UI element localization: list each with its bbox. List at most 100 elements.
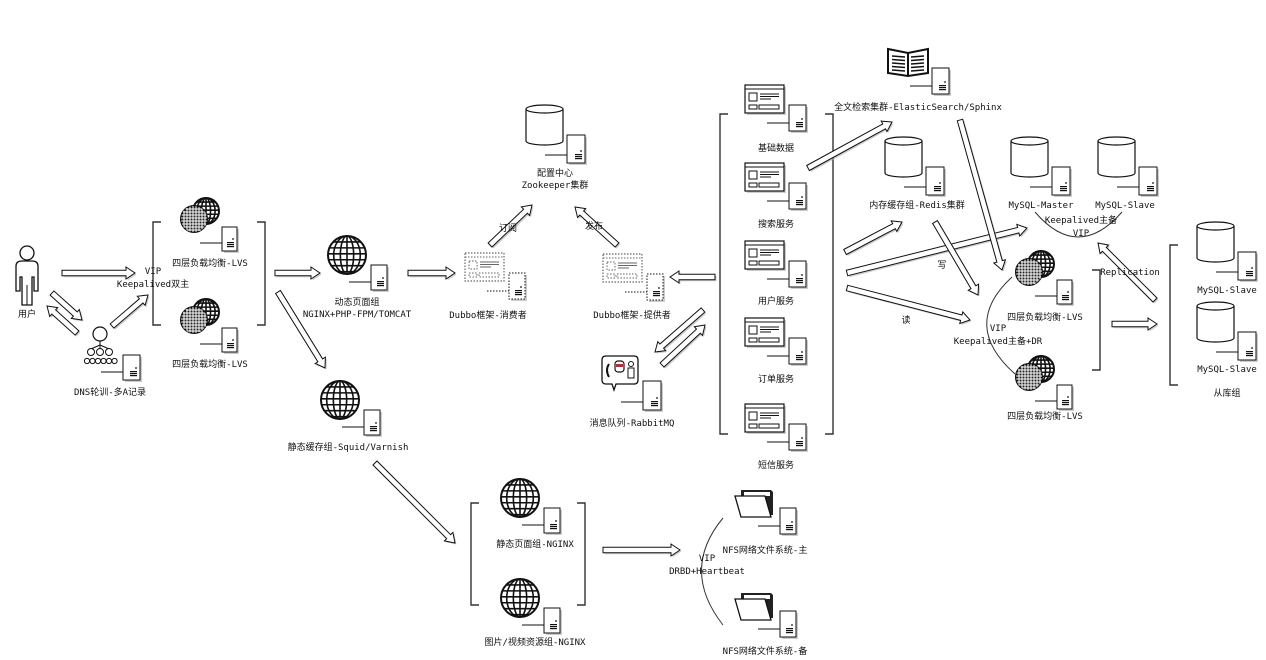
node-mysql-master[interactable]: MySQL-Master (1008, 136, 1074, 211)
flow-arrow (956, 118, 1007, 272)
flow-arrow (274, 289, 327, 370)
node-nginx-media[interactable]: 图片/视频资源组-NGINX (485, 578, 587, 648)
node-label: 搜索服务 (758, 218, 794, 230)
database-icon (1196, 301, 1258, 362)
chat-bubble-icon (601, 355, 663, 412)
globe-icon (500, 478, 562, 535)
database-icon (525, 104, 587, 165)
node-label: NGINX+PHP-FPM/TOMCAT (303, 310, 412, 320)
globe-icon (320, 380, 382, 437)
node-mq[interactable]: 消息队列-RabbitMQ (590, 355, 675, 429)
node-nfs-main[interactable]: NFS网络文件系统-主 (723, 490, 808, 556)
slave-group-label: 从库组 (1213, 387, 1240, 399)
flow-arrow (843, 220, 904, 256)
node-label: Dubbo框架-消费者 (449, 309, 527, 321)
window-icon (744, 317, 808, 366)
node-squid[interactable]: 静态缓存组-Squid/Varnish (288, 380, 409, 453)
node-label: 四层负载均衡-LVS (1007, 410, 1083, 422)
flow-arrow (602, 543, 682, 558)
node-svc-sms[interactable]: 短信服务 (744, 403, 808, 471)
book-icon (887, 47, 951, 96)
database-icon (1010, 136, 1072, 197)
node-lvs4[interactable]: 四层负载均衡-LVS (1007, 355, 1083, 422)
node-svc-order[interactable]: 订单服务 (744, 317, 808, 385)
globe-icon (327, 235, 389, 292)
publish-label: 发布 (585, 220, 603, 232)
ha-arc (701, 517, 724, 626)
node-label: MySQL-Slave (1095, 201, 1155, 211)
nfs-vip-label: VIP (699, 554, 716, 564)
node-slave1[interactable]: MySQL-Slave (1196, 221, 1258, 296)
ha-arc (986, 276, 1016, 375)
node-label: Dubbo框架-提供者 (593, 309, 671, 321)
group-bracket (257, 221, 266, 326)
flow-arrow (845, 223, 1029, 278)
mysql-vip-label: VIP (1073, 229, 1090, 239)
node-label: MySQL-Slave (1197, 286, 1257, 296)
lvs-right-vip-label: VIP (990, 324, 1007, 334)
group-bracket (152, 221, 161, 326)
node-nginx-static[interactable]: 静态页面组-NGINX (496, 478, 574, 550)
window-dashed-icon (464, 252, 527, 301)
node-nfs-backup[interactable]: NFS网络文件系统-备 (723, 593, 808, 657)
node-label: NFS网络文件系统-备 (723, 645, 808, 657)
database-icon (1196, 221, 1258, 282)
node-user[interactable]: 用户 (15, 245, 39, 320)
flow-arrows (46, 118, 1159, 558)
node-lvs1[interactable]: 四层负载均衡-LVS (172, 197, 248, 269)
node-label: MySQL-Slave (1197, 365, 1257, 375)
globe-icon (500, 578, 562, 635)
globe-pair-icon (180, 298, 239, 354)
node-label: 四层负载均衡-LVS (172, 358, 248, 370)
node-svc-base[interactable]: 基础数据 (744, 84, 808, 154)
node-lvs2[interactable]: 四层负载均衡-LVS (172, 298, 248, 370)
node-label: 静态缓存组-Squid/Varnish (288, 441, 409, 453)
node-slave2[interactable]: MySQL-Slave (1196, 301, 1258, 375)
person-icon (15, 245, 39, 306)
node-label: 四层负载均衡-LVS (1007, 311, 1083, 323)
node-label: 配置中心 (537, 167, 573, 179)
node-svc-search[interactable]: 搜索服务 (744, 162, 808, 230)
flow-arrow (109, 294, 150, 330)
flow-arrow (407, 266, 457, 281)
window-dashed-icon (602, 253, 665, 302)
node-label: NFS网络文件系统-主 (723, 544, 808, 556)
node-label: 全文检索集群-ElasticSearch/Sphinx (834, 101, 1002, 113)
flow-arrow (654, 307, 707, 354)
globe-pair-icon (180, 197, 239, 253)
node-dns[interactable]: DNS轮训-多A记录 (74, 326, 146, 398)
node-lvs3[interactable]: 四层负载均衡-LVS (1007, 250, 1083, 323)
labels: VIPKeepalived双主订阅发布Keepalived主备VIPVIPKee… (117, 214, 1241, 577)
node-label: 基础数据 (758, 142, 794, 154)
group-bracket (470, 502, 479, 606)
node-label: DNS轮训-多A记录 (74, 386, 146, 398)
node-label: MySQL-Master (1008, 201, 1074, 211)
node-redis[interactable]: 内存缓存组-Redis集群 (869, 136, 965, 211)
flow-arrow (574, 206, 621, 249)
node-provider[interactable]: Dubbo框架-提供者 (593, 253, 671, 321)
group-bracket (1092, 269, 1101, 371)
node-mysql-slave[interactable]: MySQL-Slave (1095, 136, 1159, 211)
node-label: Zookeeper集群 (522, 179, 589, 191)
group-bracket (825, 113, 834, 435)
flow-arrow (46, 305, 81, 337)
node-consumer[interactable]: Dubbo框架-消费者 (449, 252, 527, 321)
flow-arrow (274, 266, 322, 281)
database-icon (1097, 136, 1159, 197)
flow-arrow (845, 284, 972, 325)
flow-arrow (1097, 242, 1159, 304)
globe-pair-icon (1015, 355, 1074, 411)
subscribe-label: 订阅 (499, 223, 517, 234)
folder-icon (734, 593, 798, 639)
node-svc-user[interactable]: 用户服务 (744, 240, 808, 307)
flow-arrow (806, 120, 894, 172)
flow-arrow (372, 460, 457, 545)
node-es[interactable]: 全文检索集群-ElasticSearch/Sphinx (834, 47, 1002, 113)
lvs-vip-label: VIP (145, 267, 162, 277)
node-label: 静态页面组-NGINX (496, 538, 574, 550)
window-icon (744, 240, 808, 289)
flow-arrow (669, 270, 717, 285)
